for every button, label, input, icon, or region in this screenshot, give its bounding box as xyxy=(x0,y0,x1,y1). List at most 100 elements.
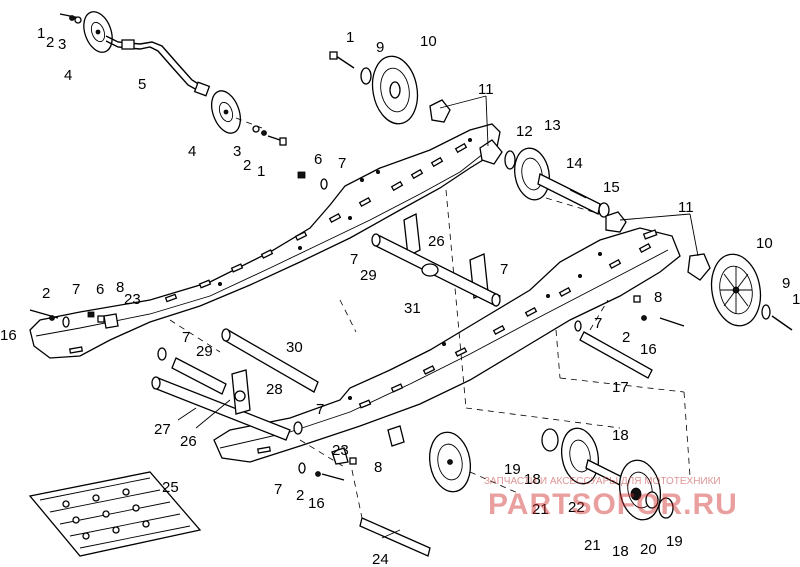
callout-14: 14 xyxy=(566,155,583,172)
callout-30: 30 xyxy=(286,339,303,356)
callout-16: 16 xyxy=(308,495,325,512)
washer-part-2a xyxy=(69,15,75,21)
callout-26: 26 xyxy=(428,233,445,250)
bumper-part-11d xyxy=(687,253,711,281)
callout-21: 21 xyxy=(532,501,549,518)
callout-20: 20 xyxy=(640,541,657,558)
leader-lines xyxy=(177,95,699,539)
pivot-part-26 xyxy=(234,390,246,402)
bracket-lower-a xyxy=(387,425,405,447)
callout-26: 26 xyxy=(180,433,197,450)
callout-28: 28 xyxy=(266,381,283,398)
right-rail-flange xyxy=(219,249,669,449)
washer-part-7g xyxy=(293,421,303,435)
watermark-tagline: ЗАПЧАСТИ И АКСЕССУАРЫ ДЛЯ МОТОТЕХНИКИ xyxy=(484,476,721,487)
callout-7: 7 xyxy=(72,281,80,298)
right-rail-slots xyxy=(256,229,658,454)
callout-23: 23 xyxy=(124,291,141,308)
bolt-head-1c xyxy=(329,51,338,60)
washer-part-2c xyxy=(49,315,55,321)
lower-wheel-hub-a xyxy=(447,459,453,465)
rail-top-hardware xyxy=(297,171,328,190)
wheel-part-13 xyxy=(514,147,550,201)
washer-part-7d xyxy=(62,316,70,328)
left-rail-holes xyxy=(217,137,472,286)
clip-part-23a xyxy=(103,313,119,329)
callout-12: 12 xyxy=(516,123,533,140)
washer-part-7a xyxy=(320,178,328,190)
dashed-line-9 xyxy=(351,469,363,519)
callout-9: 9 xyxy=(376,39,384,56)
spacer-part-20 xyxy=(645,491,659,509)
callout-7: 7 xyxy=(350,251,358,268)
callout-2: 2 xyxy=(243,157,251,174)
nut-part-8b xyxy=(633,295,641,303)
callout-15: 15 xyxy=(603,179,620,196)
axle-end-part-15 xyxy=(598,202,610,218)
callout-31: 31 xyxy=(404,300,421,317)
nut-part-6b xyxy=(87,311,95,318)
callout-18: 18 xyxy=(524,471,541,488)
callout-6: 6 xyxy=(314,151,322,168)
shaft-end-30 xyxy=(221,328,231,342)
wheel-hub-10b xyxy=(732,286,740,294)
washer-part-2e xyxy=(315,471,321,477)
callout-19: 19 xyxy=(504,461,521,478)
callout-6: 6 xyxy=(96,281,104,298)
dashed-line-3 xyxy=(555,329,561,379)
callout-8: 8 xyxy=(654,289,662,306)
wheel-hub-10a xyxy=(389,81,401,99)
callout-22: 22 xyxy=(568,499,585,516)
bolt-part-16b xyxy=(659,317,685,327)
dashed-line-5 xyxy=(683,391,691,477)
callout-2: 2 xyxy=(296,487,304,504)
lower-rail-hardware xyxy=(298,447,357,481)
washer-part-2d xyxy=(641,315,647,321)
spacer-part-19 xyxy=(658,497,674,519)
callout-2: 2 xyxy=(42,285,50,302)
bumper-part-11c xyxy=(605,211,627,233)
left-front-hardware xyxy=(29,309,119,329)
washer-part-7f xyxy=(157,347,167,361)
callout-1: 1 xyxy=(792,291,800,308)
dashed-line-1 xyxy=(445,189,467,409)
washer-part-9b xyxy=(761,304,771,320)
callout-7: 7 xyxy=(594,315,602,332)
clip-part-23b xyxy=(331,447,349,465)
bracket-part-26a xyxy=(403,213,421,257)
dashed-line-7 xyxy=(169,319,221,353)
shaft-collar-31 xyxy=(421,263,439,277)
callout-24: 24 xyxy=(372,551,389,567)
wear-strip-ribs xyxy=(39,477,191,549)
watermark: ЗАПЧАСТИ И АКСЕССУАРЫ ДЛЯ МОТОТЕХНИКИ PA… xyxy=(484,476,737,521)
washer-part-7b xyxy=(371,233,381,247)
callout-16: 16 xyxy=(640,341,657,358)
callout-9: 9 xyxy=(782,275,790,292)
wheel-rim-13 xyxy=(521,157,543,191)
axle-part-5 xyxy=(105,35,209,91)
washer-part-3a xyxy=(74,16,82,24)
bolt-part-1d xyxy=(771,315,793,331)
wear-strip-part-25 xyxy=(28,471,202,557)
bolt-part-16c xyxy=(321,473,345,481)
nut-part-8a xyxy=(97,315,105,323)
bolt-part-1c xyxy=(335,55,355,69)
callout-23: 23 xyxy=(332,442,349,459)
callout-7: 7 xyxy=(316,401,324,418)
rear-axle-assembly xyxy=(429,99,711,281)
washer-part-7h xyxy=(298,462,306,474)
upper-wheel-left xyxy=(329,51,419,125)
washer-part-7c xyxy=(491,293,501,307)
dashed-line-12 xyxy=(469,471,521,495)
callout-19: 19 xyxy=(666,533,683,550)
callout-4: 4 xyxy=(64,67,72,84)
dashed-line-4 xyxy=(559,377,685,393)
bumper-part-11a xyxy=(429,99,451,123)
idler-wheel-hub-4b xyxy=(218,101,234,123)
idler-wheel-rim-18 xyxy=(627,471,653,509)
left-rail-slots xyxy=(68,142,468,354)
assembly-lines xyxy=(169,189,691,519)
rod-part-17 xyxy=(579,331,653,379)
callout-labels: 1 2 3 4 5 4 3 2 1 1 9 10 11 12 13 6 7 14… xyxy=(0,25,800,567)
